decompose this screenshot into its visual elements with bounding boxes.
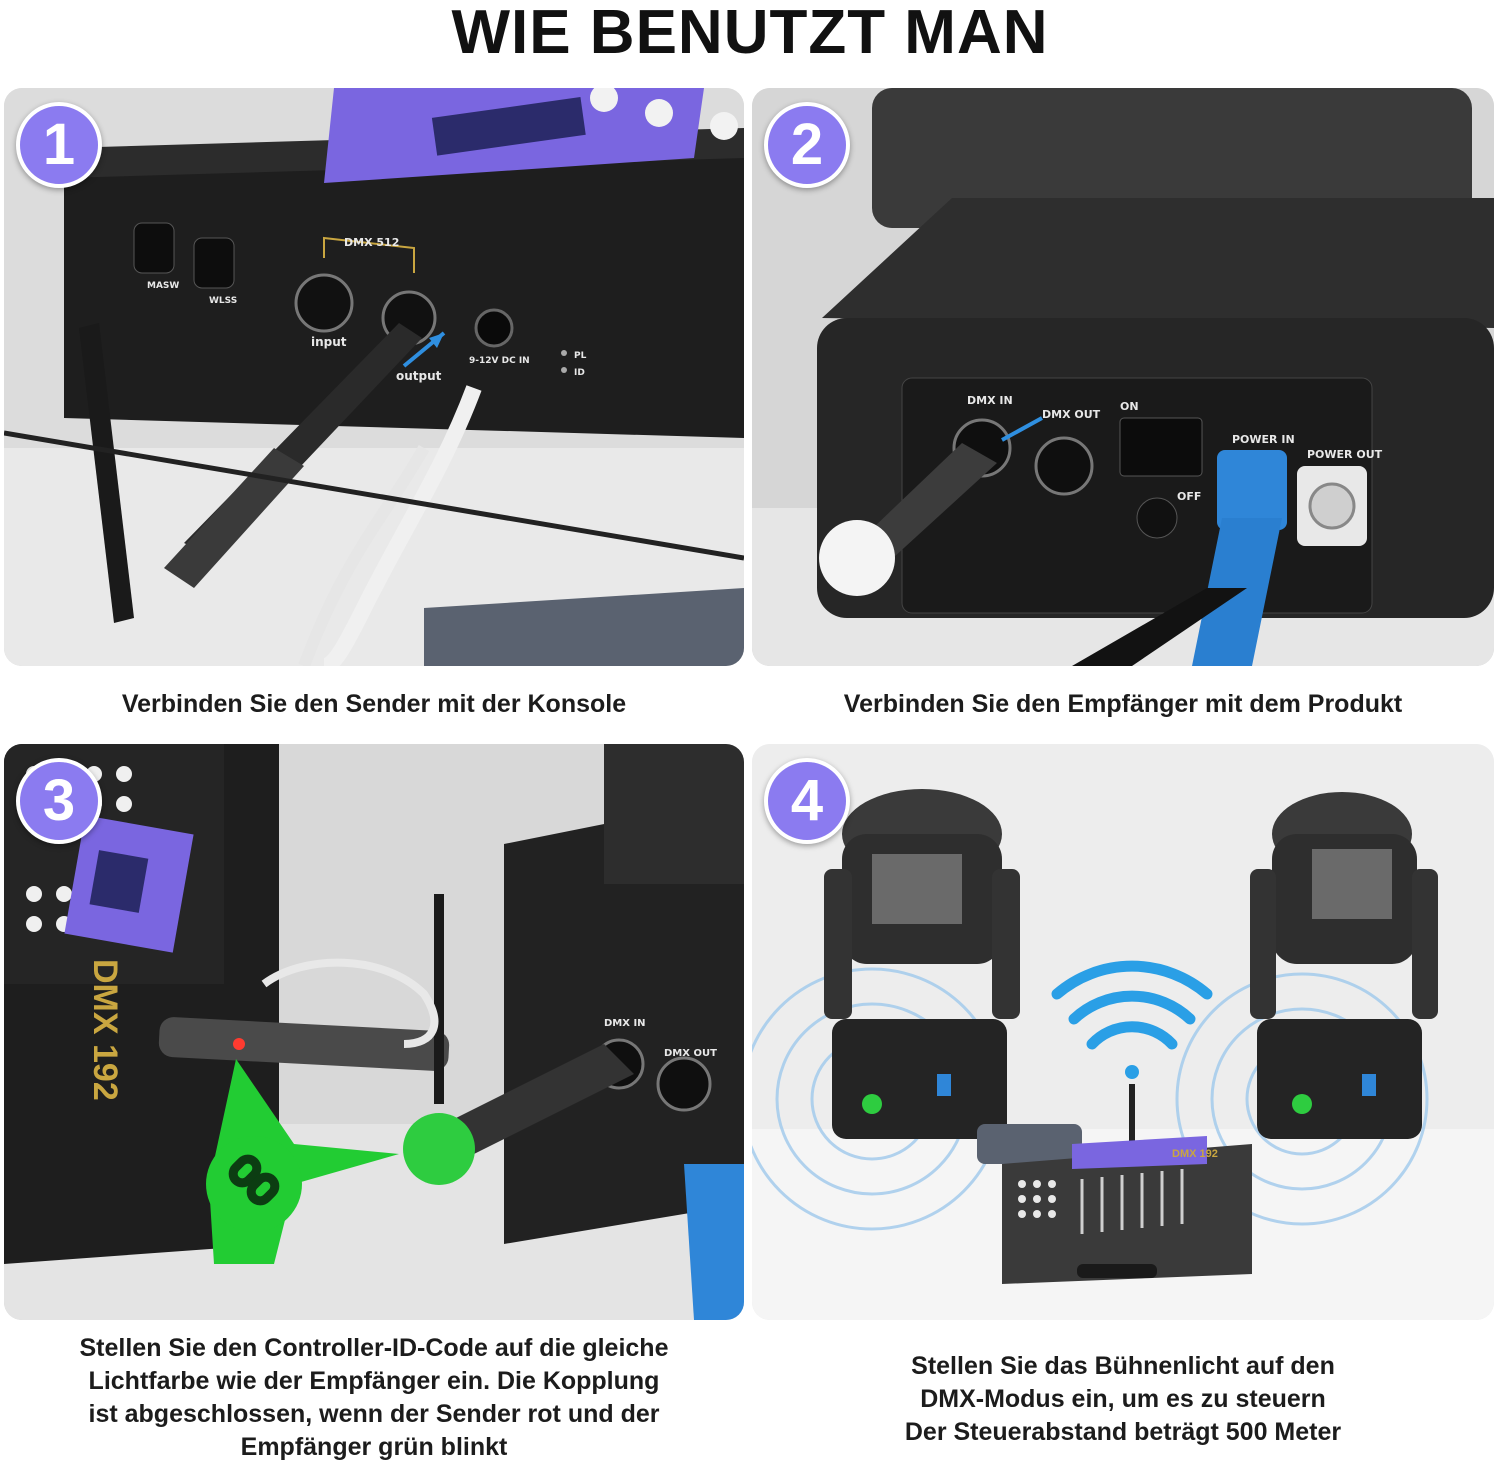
step-number-badge: 4 bbox=[764, 758, 850, 844]
step-3-image: DMX 192 DMX IN DMX OUT 3 bbox=[4, 744, 744, 1320]
pairing-illustration: DMX 192 DMX IN DMX OUT bbox=[4, 744, 744, 1320]
off-label: OFF bbox=[1177, 490, 1201, 503]
wlss-label: WLSS bbox=[209, 296, 237, 306]
dc-in-label: 9-12V DC IN bbox=[469, 356, 530, 366]
moving-head-receiver-illustration: DMX IN DMX OUT ON OFF POWER IN POWER OUT bbox=[752, 88, 1494, 666]
input-label: input bbox=[311, 335, 347, 349]
output-label: output bbox=[396, 369, 442, 383]
step-number-badge: 1 bbox=[16, 102, 102, 188]
step-1-caption: Verbinden Sie den Sender mit der Konsole bbox=[121, 690, 627, 718]
id-label: ID bbox=[574, 368, 585, 378]
step-4-caption: Stellen Sie das Bühnenlicht auf den DMX-… bbox=[904, 1352, 1342, 1446]
dmx-out-label: DMX OUT bbox=[1042, 408, 1101, 421]
step-4-image: DMX 192 4 bbox=[752, 744, 1494, 1320]
step-number-badge: 2 bbox=[764, 102, 850, 188]
page-title: WIE BENUTZT MAN bbox=[451, 0, 1049, 67]
step-2-image: DMX IN DMX OUT ON OFF POWER IN POWER OUT… bbox=[752, 88, 1494, 666]
step-1-image: MASW WLSS DMX 512 input output 9-12V DC … bbox=[4, 88, 744, 666]
pl-label: PL bbox=[574, 351, 587, 361]
power-out-label: POWER OUT bbox=[1307, 448, 1383, 461]
dmx-in-label: DMX IN bbox=[604, 1018, 646, 1029]
power-in-label: POWER IN bbox=[1232, 433, 1295, 446]
dmx192-brand-label: DMX 192 bbox=[1172, 1148, 1218, 1160]
console-transmitter-illustration: MASW WLSS DMX 512 input output 9-12V DC … bbox=[4, 88, 744, 666]
masw-label: MASW bbox=[147, 281, 179, 291]
dmx512-label: DMX 512 bbox=[344, 236, 399, 249]
dmx192-brand-label: DMX 192 bbox=[86, 959, 124, 1101]
wireless-setup-illustration: DMX 192 bbox=[752, 744, 1494, 1320]
on-label: ON bbox=[1120, 400, 1139, 413]
dmx-out-label: DMX OUT bbox=[664, 1048, 717, 1059]
dmx-in-label: DMX IN bbox=[967, 394, 1013, 407]
step-2-caption: Verbinden Sie den Empfänger mit dem Prod… bbox=[843, 690, 1403, 718]
step-number-badge: 3 bbox=[16, 758, 102, 844]
step-3-caption: Stellen Sie den Controller-ID-Code auf d… bbox=[79, 1334, 669, 1461]
